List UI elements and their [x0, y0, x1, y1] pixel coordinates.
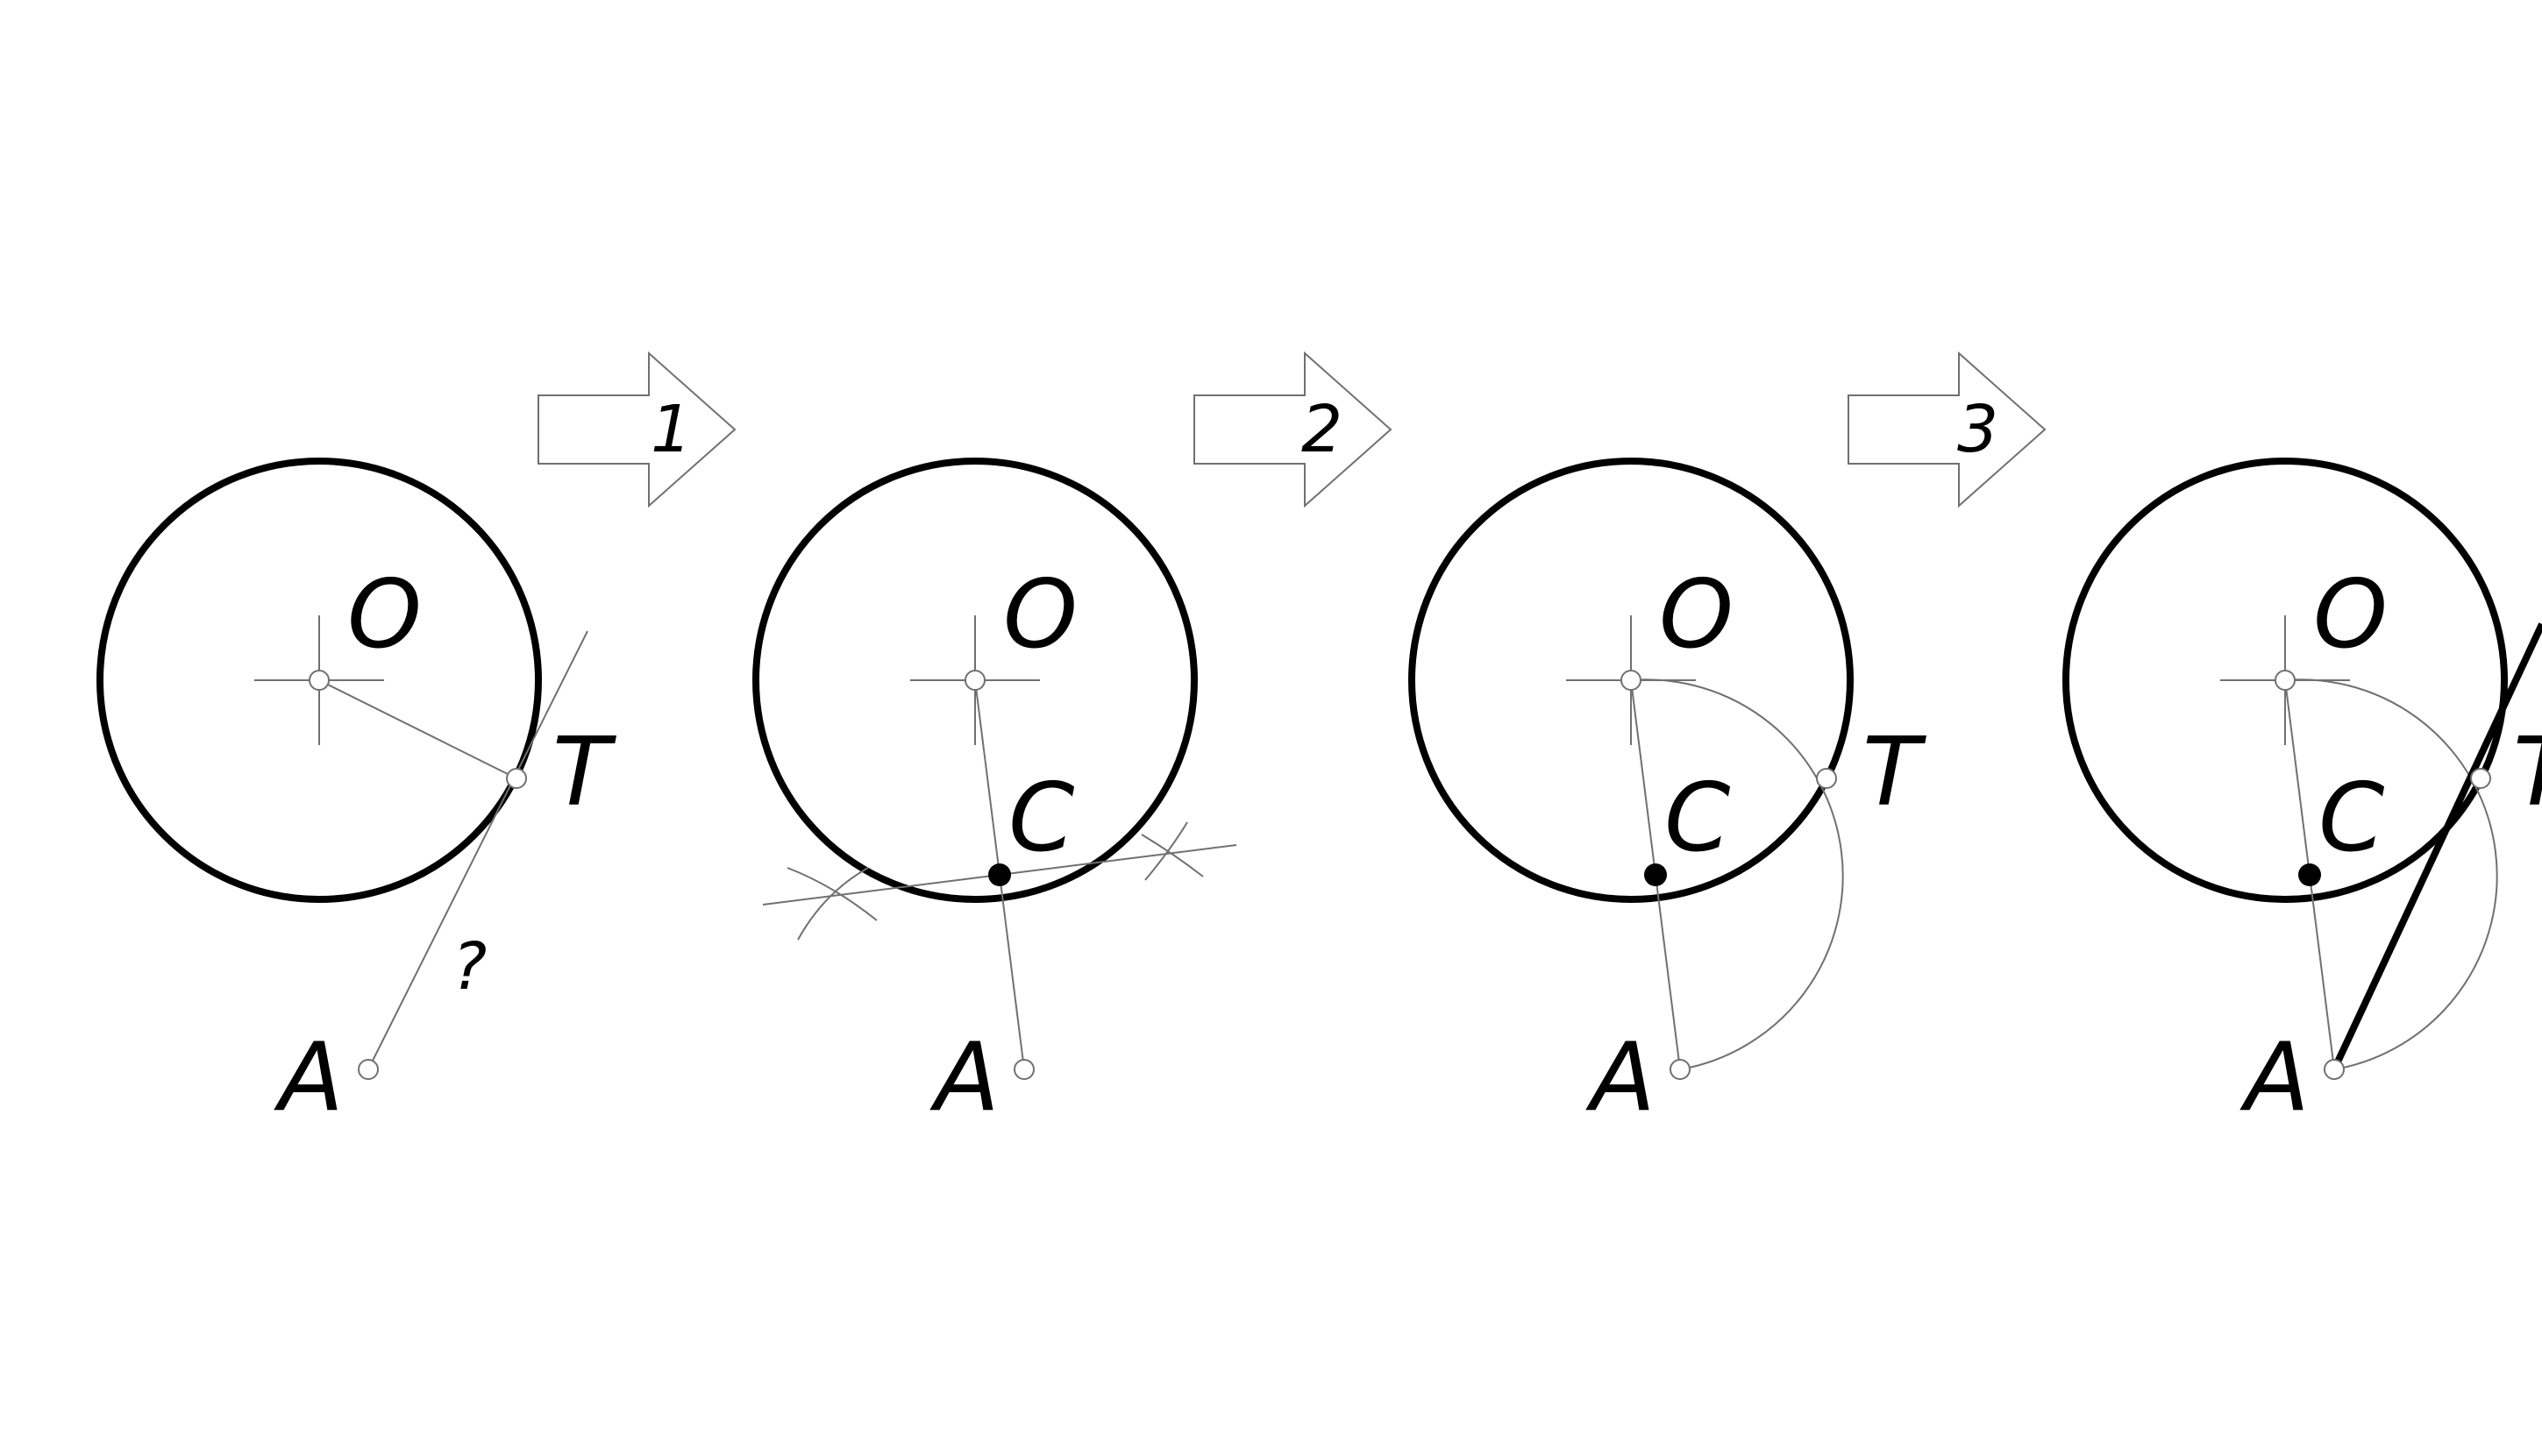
label-center: O	[2313, 560, 2388, 670]
label-center: O	[1659, 560, 1734, 670]
label-external-point: A	[274, 1023, 344, 1133]
tangent-point	[1816, 768, 1837, 789]
midpoint-c	[1644, 863, 1667, 886]
sought-tangent-line	[367, 630, 588, 1070]
center-point	[2275, 670, 2296, 691]
panel-step-3: O C T A	[2062, 458, 2542, 1133]
label-center: O	[347, 560, 422, 670]
compass-arc-right-1	[1141, 834, 1204, 877]
given-circle	[2062, 458, 2508, 903]
compass-arc-right-2	[1144, 821, 1188, 881]
label-external-point: A	[929, 1023, 1000, 1133]
external-point	[358, 1059, 379, 1080]
panel-step-2: O C T A	[1408, 458, 1926, 1133]
tangent-point	[506, 768, 527, 789]
step-arrow-3: 3	[1848, 351, 2047, 508]
step-arrow-1: 1	[538, 351, 737, 508]
center-point	[1620, 670, 1641, 691]
label-tangent-point: T	[552, 718, 616, 827]
midpoint-c	[2298, 863, 2321, 886]
compass-arc-left-2	[797, 867, 869, 941]
radius-line	[318, 679, 517, 779]
step-number-3: 3	[1957, 392, 1998, 467]
center-point	[965, 670, 986, 691]
step-number-2: 2	[1301, 392, 1342, 467]
external-point	[1670, 1059, 1691, 1080]
label-center: O	[1003, 560, 1078, 670]
auxiliary-arc	[2284, 678, 2498, 1070]
compass-arc-left-1	[787, 867, 878, 921]
label-tangent-point: T	[1862, 718, 1926, 827]
panel-problem: O T A ?	[96, 458, 616, 1133]
given-circle	[752, 458, 1198, 903]
label-midpoint: C	[1664, 764, 1731, 873]
label-midpoint: C	[2318, 764, 2385, 873]
tangent-point	[2470, 768, 2491, 789]
panel-step-1: O C A	[752, 458, 1237, 1133]
midpoint-c	[988, 863, 1011, 886]
center-point	[309, 670, 330, 691]
step-number-1: 1	[651, 392, 692, 467]
label-unknown: ?	[452, 929, 487, 1005]
tangent-line	[2331, 622, 2542, 1071]
auxiliary-arc	[1630, 678, 1844, 1070]
label-tangent-point: T	[2513, 718, 2542, 827]
label-external-point: A	[1585, 1023, 1656, 1133]
given-circle	[1408, 458, 1854, 903]
step-arrow-2: 2	[1193, 351, 1392, 508]
label-midpoint: C	[1008, 764, 1075, 873]
given-circle	[96, 458, 542, 903]
external-point	[1014, 1059, 1035, 1080]
external-point	[2324, 1059, 2345, 1080]
label-external-point: A	[2239, 1023, 2310, 1133]
